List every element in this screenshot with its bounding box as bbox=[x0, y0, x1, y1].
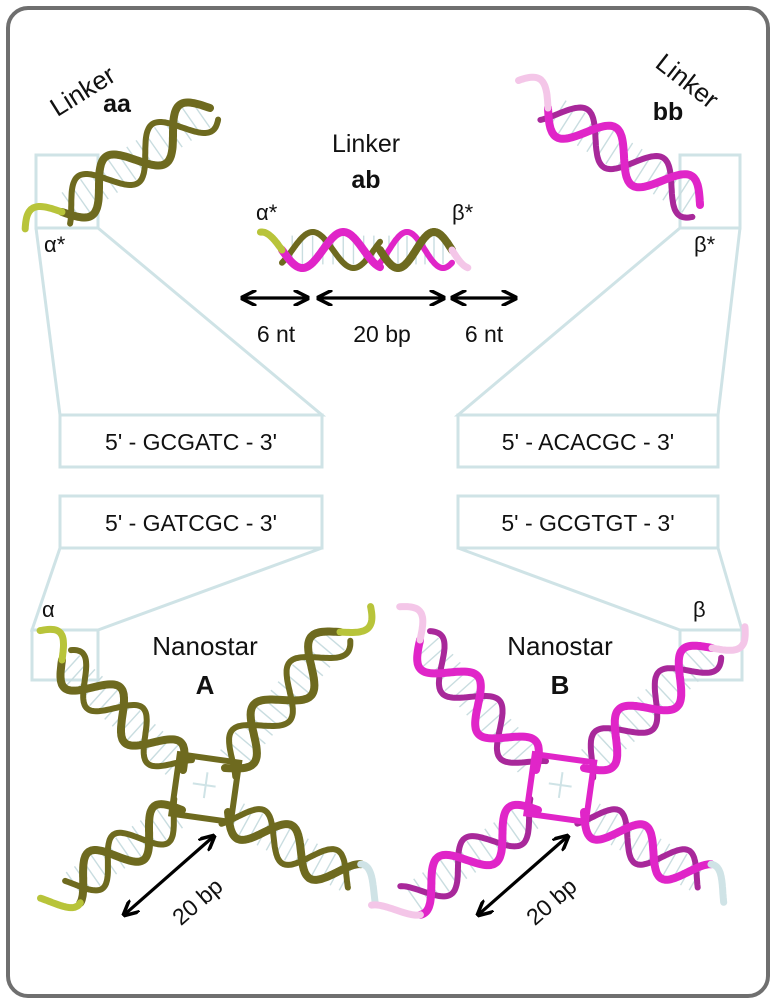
nanostar-B-title: Nanostar bbox=[507, 631, 613, 661]
overhang-strand bbox=[515, 73, 552, 112]
helix-linker-ab-left bbox=[256, 228, 384, 272]
overhang-strand bbox=[37, 894, 84, 912]
overhang-strand bbox=[256, 228, 286, 254]
sequence-beta-star: 5' - ACACGC - 3' bbox=[456, 413, 720, 469]
sequence-box bbox=[58, 413, 324, 469]
backbone-strand-front bbox=[278, 228, 384, 272]
backbone-strand-back bbox=[68, 647, 195, 770]
nanostar-A-core bbox=[167, 750, 243, 826]
nanostar-A-arm-nw bbox=[36, 625, 195, 775]
sequence-alpha: 5' - GATCGC - 3' bbox=[58, 494, 324, 550]
backbone-strand-back bbox=[537, 104, 696, 221]
length-6nt-left: 6 nt bbox=[257, 321, 296, 347]
beta-star-label: β* bbox=[694, 232, 716, 257]
backbone-strand-front bbox=[580, 808, 715, 884]
sequence-box bbox=[456, 494, 720, 550]
overhang-strand bbox=[21, 203, 66, 233]
sequence-text: 5' - ACACGC - 3' bbox=[502, 429, 674, 455]
overhang-strand bbox=[396, 603, 427, 644]
linker-aa-name: aa bbox=[103, 90, 132, 118]
overhang-strand bbox=[336, 603, 376, 636]
zoom-box-alpha bbox=[30, 628, 100, 682]
nanostar-A-arm-length: 20 bp bbox=[167, 873, 228, 930]
junction-square bbox=[523, 750, 598, 826]
helix-linker-aa bbox=[21, 98, 222, 233]
nanostar-B-core bbox=[523, 750, 598, 826]
helix-linker-bb bbox=[515, 73, 704, 221]
helix-linker-ab-right bbox=[376, 228, 472, 272]
nanostar-A-title: Nanostar bbox=[152, 631, 258, 661]
nanostar-B-arm-ne bbox=[580, 623, 749, 781]
nanostar-A-arm-ne bbox=[220, 603, 376, 780]
sequence-text: 5' - GCGTGT - 3' bbox=[501, 510, 674, 536]
junction-tick bbox=[202, 772, 209, 799]
zoom-lines-alpha bbox=[29, 546, 323, 632]
sequence-text: 5' - GCGATC - 3' bbox=[105, 429, 277, 455]
length-20bp: 20 bp bbox=[353, 321, 411, 347]
junction-tick bbox=[192, 782, 216, 788]
sequence-text: 5' - GATCGC - 3' bbox=[105, 510, 277, 536]
nanostar-B-arm-length: 20 bp bbox=[521, 873, 582, 930]
overhang-strand bbox=[36, 625, 67, 664]
backbone-strand-front bbox=[58, 98, 214, 222]
backbone-strand-front bbox=[221, 627, 344, 773]
nanostar-A-arm-sw bbox=[37, 796, 186, 912]
dna-helices bbox=[21, 73, 749, 919]
backbone-strand-front bbox=[376, 228, 456, 272]
sequence-beta: 5' - GCGTGT - 3' bbox=[456, 494, 720, 550]
backbone-strand-front bbox=[56, 656, 189, 774]
backbone-strand-back bbox=[226, 637, 354, 780]
backbone-strand-back bbox=[587, 654, 725, 781]
overhang-strand bbox=[707, 860, 728, 906]
backbone-strand-back bbox=[397, 796, 534, 900]
overhang-strand bbox=[448, 246, 472, 272]
backbone-strand-back bbox=[377, 229, 455, 271]
backbone-strand-back bbox=[279, 229, 383, 271]
nanostar-B-arm-sw bbox=[368, 796, 542, 919]
alpha-site-label: α bbox=[42, 597, 55, 622]
beta-site-label: β bbox=[693, 597, 706, 622]
backbone-strand-back bbox=[218, 806, 351, 891]
linker-ab-title: Linker bbox=[332, 130, 400, 158]
nanostar-A-name: A bbox=[196, 670, 215, 700]
sequence-box bbox=[456, 413, 720, 469]
nanostar-B-arm-nw bbox=[396, 603, 549, 774]
backbone-strand-front bbox=[580, 641, 716, 775]
overhang-strand bbox=[368, 901, 424, 919]
nanostar-B-arm-se bbox=[574, 803, 728, 906]
nanostar-B-arm-arrow bbox=[478, 836, 568, 915]
sequence-alpha-star: 5' - GCGATC - 3' bbox=[58, 413, 324, 469]
backbone-strand-front bbox=[224, 808, 365, 884]
junction-tick bbox=[557, 772, 564, 799]
junction-square bbox=[167, 750, 243, 826]
backbone-strand-front bbox=[544, 104, 704, 209]
linker-ab-name: ab bbox=[351, 166, 380, 194]
backbone-strand-back bbox=[427, 628, 549, 766]
linker-ab-right-label: β* bbox=[452, 200, 474, 225]
nanostar-A-arm-arrow bbox=[124, 836, 214, 915]
overhang-strand bbox=[708, 623, 749, 654]
overhang-strand bbox=[357, 860, 379, 906]
sequence-box bbox=[58, 494, 324, 550]
alpha-star-label: α* bbox=[44, 232, 66, 257]
backbone-strand-back bbox=[67, 116, 222, 227]
linker-ab-left-label: α* bbox=[256, 200, 278, 225]
linker-bb-name: bb bbox=[653, 98, 684, 126]
backbone-strand-front bbox=[413, 636, 543, 774]
nanostar-B-name: B bbox=[551, 670, 570, 700]
nanostar-A-arm-se bbox=[218, 803, 379, 906]
length-6nt-right: 6 nt bbox=[465, 321, 504, 347]
backbone-strand-back bbox=[574, 806, 701, 891]
